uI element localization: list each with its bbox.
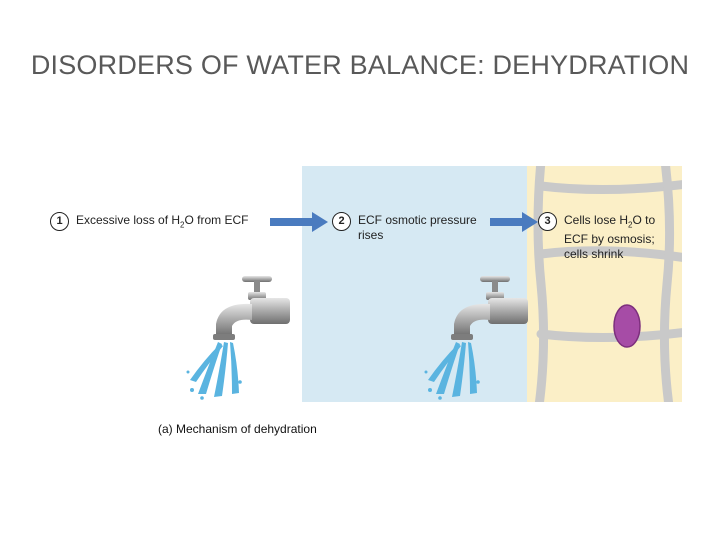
arrow-step-2-to-3 bbox=[490, 212, 538, 232]
step-1-number: 1 bbox=[50, 212, 69, 231]
faucet-1-icon bbox=[186, 276, 290, 400]
step-2-text: ECF osmotic pressure rises bbox=[358, 213, 477, 242]
step-2-number: 2 bbox=[332, 212, 351, 231]
page-title: DISORDERS OF WATER BALANCE: DEHYDRATION bbox=[30, 50, 690, 80]
shrunken-cell-nucleus bbox=[613, 304, 641, 348]
ecf-panel bbox=[302, 166, 528, 402]
water-spray-2 bbox=[424, 342, 480, 400]
step-3-text: Cells lose H2O to ECF by osmosis; cells … bbox=[564, 213, 656, 262]
step-1-text: Excessive loss of H2O from ECF bbox=[76, 213, 249, 230]
cell-walls-illustration bbox=[533, 166, 682, 402]
step-3-number: 3 bbox=[538, 212, 557, 231]
figure-caption: (a) Mechanism of dehydration bbox=[158, 422, 317, 436]
faucet-2-icon bbox=[424, 276, 528, 400]
arrow-step-1-to-2 bbox=[270, 212, 328, 232]
water-spray-1 bbox=[186, 342, 242, 400]
cells-panel bbox=[527, 166, 682, 402]
